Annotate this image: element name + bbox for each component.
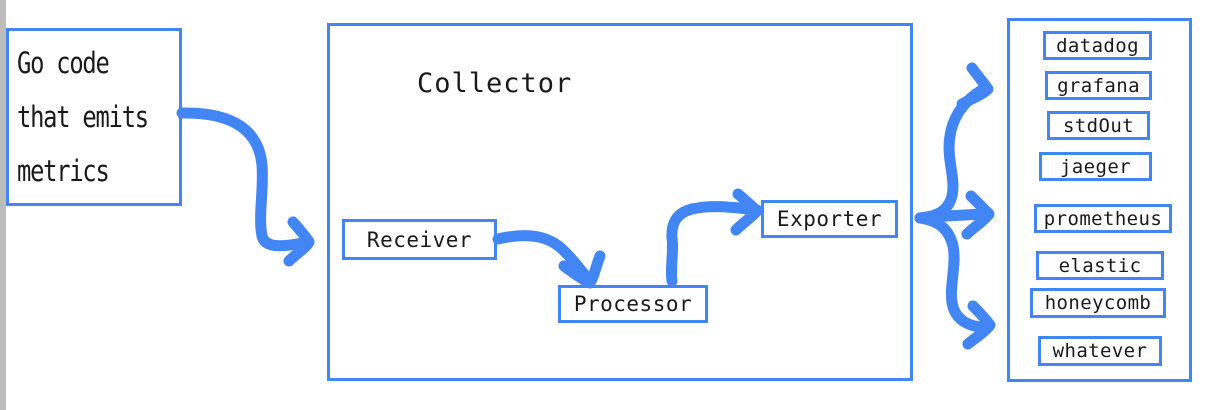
receiver-box: Receiver [342,219,497,260]
go-code-box: Go code that emits metrics [6,28,182,206]
destination-box-elastic: elastic [1036,251,1164,280]
destination-box-prometheus: prometheus [1034,204,1172,233]
go-code-line-2: that emits [17,100,149,134]
processor-box: Processor [558,285,708,323]
arrow-source-to-collector [176,107,315,267]
exporter-box: Exporter [761,200,898,238]
destination-box-jaeger: jaeger [1039,152,1152,181]
destination-box-grafana: grafana [1045,71,1152,100]
destination-box-whatever: whatever [1038,336,1162,366]
destination-box-datadog: datadog [1043,31,1152,60]
destination-box-honeycomb: honeycomb [1030,288,1166,318]
scrollbar-strip[interactable] [0,0,6,410]
go-code-line-1: Go code [17,46,110,80]
go-code-line-3: metrics [17,154,110,188]
arrow-exporter-fanout [914,62,996,350]
collector-title: Collector [417,68,573,99]
destination-box-stdOut: stdOut [1047,111,1150,140]
